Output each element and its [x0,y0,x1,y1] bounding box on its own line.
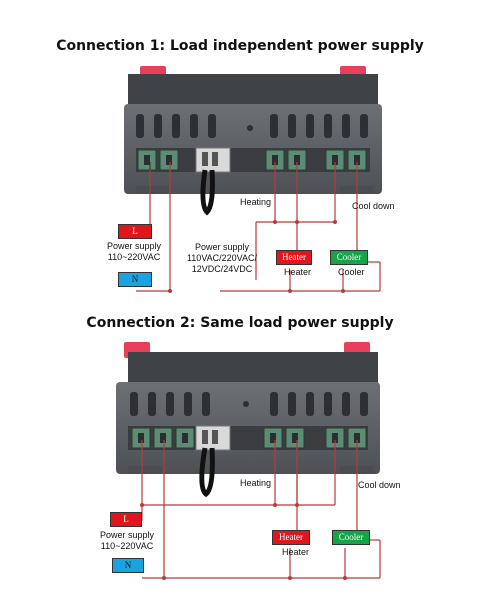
main-power-supply-label-2: Power supply 110~220VAC [99,530,155,551]
live-terminal-box-2: L [110,512,142,527]
cooler-label-1: Cooler [338,267,365,277]
cooler-box-1: Cooler [330,250,368,265]
cooler-box-2: Cooler [332,530,370,545]
connection-1-title: Connection 1: Load independent power sup… [56,38,424,54]
cool-down-label-2: Cool down [358,480,401,490]
controller-device-1 [124,66,382,216]
load-power-supply-label: Power supply 110VAC/220VAC/ 12VDC/24VDC [186,242,258,274]
heater-box-2: Heater [272,530,310,545]
heater-label-2: Heater [282,547,310,557]
controller-device-2 [116,342,380,498]
wires-1 [136,162,381,292]
heater-label-1: Heater [284,267,312,277]
neutral-terminal-box-1: N [118,272,152,287]
cool-down-label-1: Cool down [352,201,395,211]
heating-label-1: Heating [240,197,272,207]
neutral-terminal-box-2: N [112,558,144,573]
main-power-supply-label-1: Power supply 110~220VAC [106,241,162,262]
heater-box-1: Heater [276,250,312,265]
connection-2-title: Connection 2: Same load power supply [86,315,394,331]
heating-label-2: Heating [240,478,272,488]
live-terminal-box-1: L [118,224,152,239]
